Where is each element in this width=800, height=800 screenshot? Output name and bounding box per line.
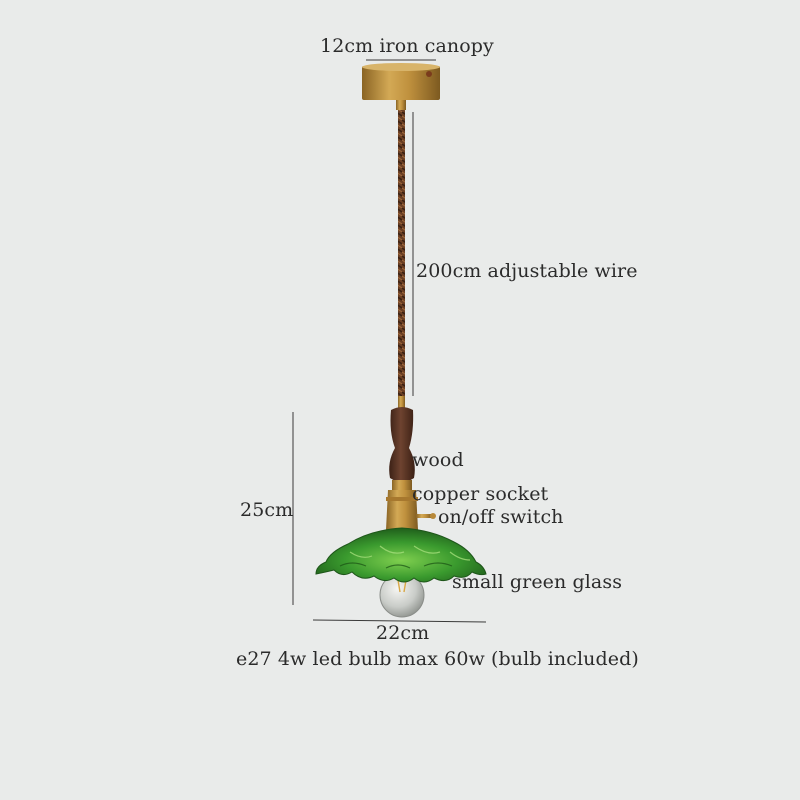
twisted-wire [398,110,405,396]
height-label: 25cm [240,499,294,521]
brass-canopy [362,63,440,110]
switch-label: on/off switch [438,506,564,528]
wood-handle [389,396,415,482]
bulb-spec-label: e27 4w led bulb max 60w (bulb included) [236,648,639,670]
wood-label: wood [412,449,464,471]
canopy-label: 12cm iron canopy [320,35,494,57]
width-dimension-line [312,619,487,623]
green-glass-shade [315,527,487,583]
glass-label: small green glass [452,571,623,593]
wire-label: 200cm adjustable wire [416,260,638,282]
socket-label: copper socket [412,483,549,505]
copper-socket [386,480,436,533]
width-label: 22cm [376,622,430,644]
